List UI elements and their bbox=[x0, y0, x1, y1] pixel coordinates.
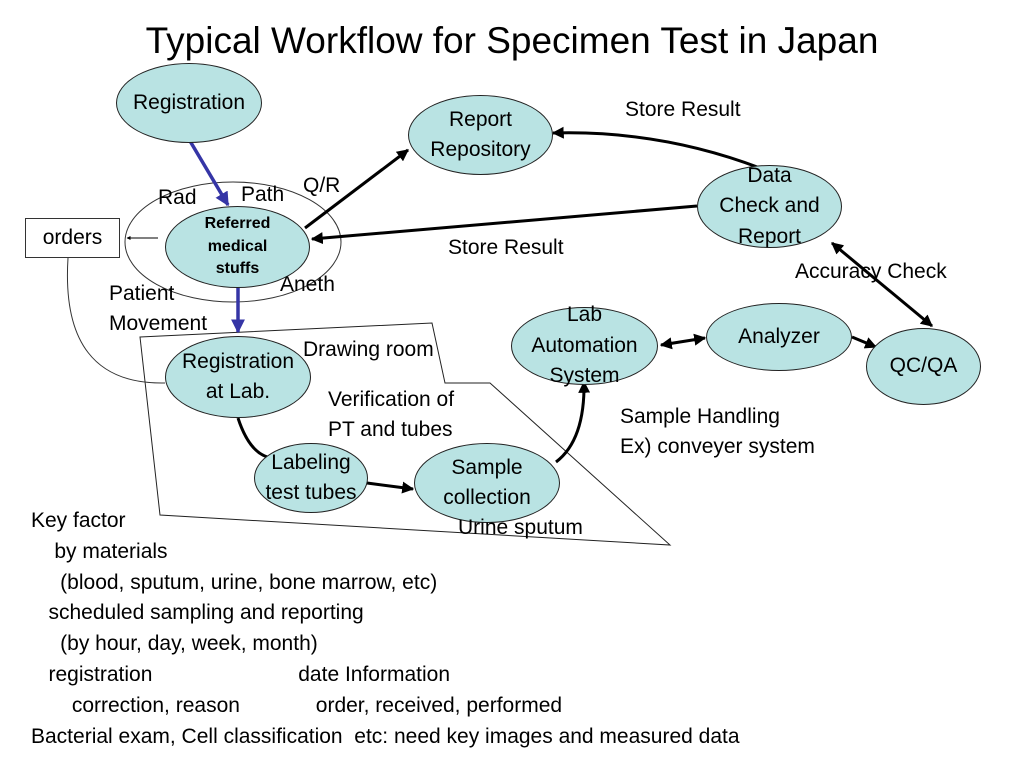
department-ellipse bbox=[124, 181, 342, 303]
movement-label: Movement bbox=[109, 312, 208, 335]
key-factor-line: (by hour, day, week, month) bbox=[31, 632, 318, 656]
arrow-datacheck-to-report bbox=[551, 126, 761, 170]
arrow-analyzer-to-qcqa bbox=[851, 335, 878, 349]
key-factor-line: scheduled sampling and reporting bbox=[31, 601, 364, 625]
arrow-accuracy-check bbox=[831, 241, 933, 328]
drawing-room-label: Drawing room bbox=[303, 338, 434, 361]
key-factor-line: Bacterial exam, Cell classification etc:… bbox=[31, 724, 740, 748]
referred-medical-stuffs-node: Referred medical stuffs bbox=[165, 206, 310, 288]
page-title: Typical Workflow for Specimen Test in Ja… bbox=[145, 20, 879, 61]
key-factor-line: by materials bbox=[31, 539, 168, 563]
qcqa-node: QC/QA bbox=[866, 328, 981, 405]
sample-collection-node: Sample collection bbox=[414, 443, 560, 523]
registration-at-lab-node: Registration at Lab. bbox=[165, 336, 311, 418]
aneth-label: Aneth bbox=[280, 273, 335, 296]
verification-label-1: Verification of bbox=[328, 388, 455, 411]
report-repository-node: Report Repository bbox=[408, 95, 553, 175]
labeling-test-tubes-node: Labeling test tubes bbox=[254, 443, 368, 513]
arrow-sample-to-automation bbox=[555, 380, 591, 464]
accuracy-check-label: Accuracy Check bbox=[795, 260, 947, 283]
rad-label: Rad bbox=[158, 186, 197, 209]
data-check-node: Data Check and Report bbox=[697, 164, 842, 248]
verification-label-2: PT and tubes bbox=[328, 418, 453, 441]
arrow-labeling-to-sample bbox=[366, 481, 415, 494]
drawing-room-area bbox=[139, 322, 672, 546]
key-factor-line: (blood, sputum, urine, bone marrow, etc) bbox=[31, 570, 438, 594]
sample-handling-label: Sample Handling bbox=[620, 405, 780, 428]
urine-sputum-label: Urine sputum bbox=[458, 516, 583, 539]
key-factor-notes: Key factor by materials (blood, sputum, … bbox=[31, 506, 740, 752]
arrow-automation-analyzer bbox=[659, 333, 707, 350]
conveyer-label: Ex) conveyer system bbox=[620, 435, 815, 458]
store-result-mid-label: Store Result bbox=[448, 236, 564, 259]
key-factor-line: Key factor bbox=[31, 509, 126, 532]
qr-label: Q/R bbox=[303, 174, 341, 197]
arrow-registration-to-referred bbox=[188, 140, 230, 207]
registration-node: Registration bbox=[116, 63, 262, 143]
key-factor-line: registration date Information bbox=[31, 662, 451, 686]
arrow-referred-to-report bbox=[304, 148, 409, 230]
connector-orders-to-lab bbox=[66, 257, 166, 384]
arrow-datacheck-to-referred bbox=[310, 204, 698, 245]
path-label: Path bbox=[241, 183, 285, 206]
orders-box: orders bbox=[25, 218, 120, 258]
patient-label: Patient bbox=[109, 282, 175, 305]
analyzer-node: Analyzer bbox=[706, 303, 852, 371]
store-result-top-label: Store Result bbox=[625, 98, 741, 121]
lab-automation-system-node: Lab Automation System bbox=[511, 303, 658, 387]
key-factor-line: correction, reason order, received, perf… bbox=[31, 693, 563, 717]
